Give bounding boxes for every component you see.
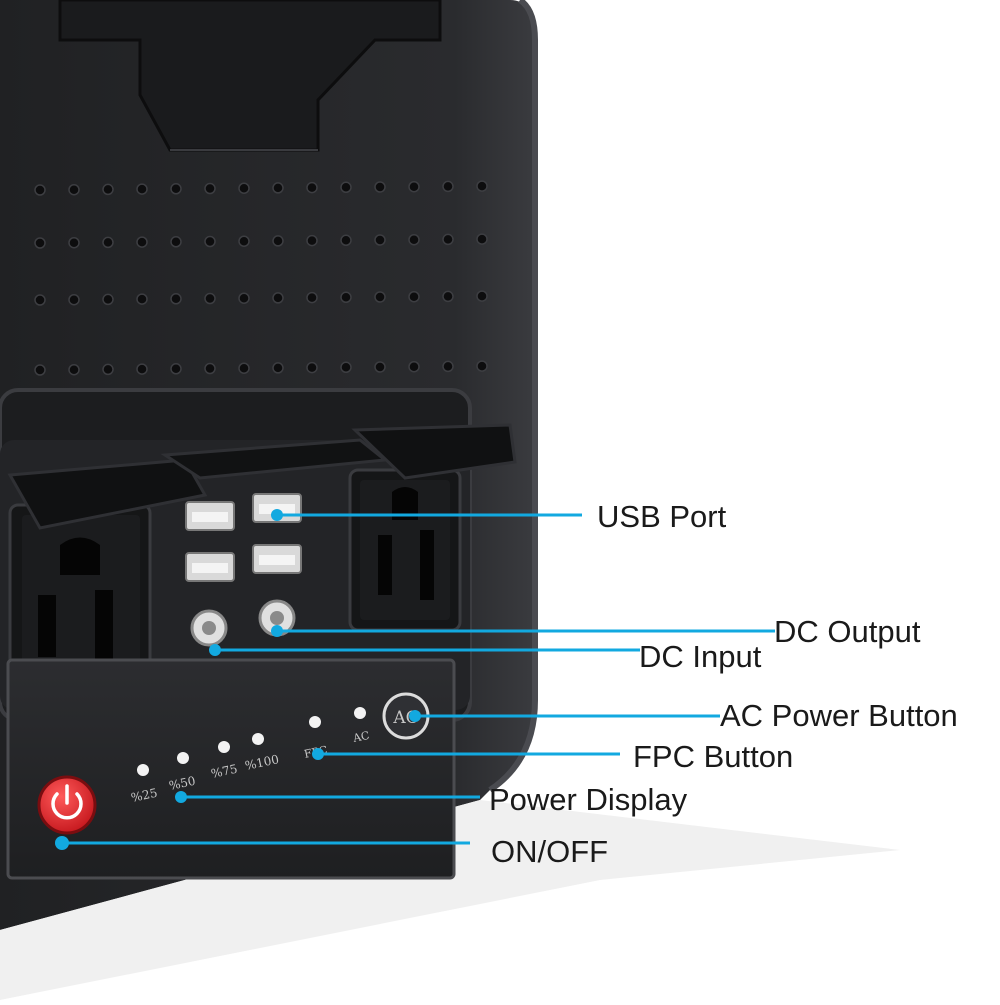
vent-hole	[442, 360, 454, 373]
vent-hole	[238, 235, 250, 247]
ac-label: AC	[351, 729, 371, 745]
vent-hole	[136, 236, 148, 248]
dc-ports	[190, 599, 296, 647]
vent-hole	[170, 183, 182, 195]
vent-hole	[102, 293, 114, 306]
vent-hole	[102, 183, 114, 196]
vent-hole	[238, 182, 250, 194]
control-panel	[6, 658, 456, 880]
vent-hole	[170, 293, 182, 305]
on-off-button[interactable]	[37, 775, 97, 835]
vent-hole	[476, 290, 488, 302]
callout-lines	[62, 513, 775, 845]
vent-hole	[204, 362, 216, 375]
vent-hole	[34, 294, 46, 306]
vent-hole	[374, 291, 386, 303]
vent-hole	[68, 236, 80, 249]
level-100-label: %100	[244, 752, 280, 773]
vent-hole	[408, 180, 420, 193]
vent-hole	[204, 235, 216, 248]
usb-port-label: USB Port	[597, 499, 727, 534]
vent-hole	[306, 234, 318, 247]
vent-hole	[34, 237, 46, 249]
outlet-cover-right	[351, 423, 517, 480]
vent-hole	[476, 233, 488, 245]
vent-hole	[34, 184, 46, 196]
vent-hole	[102, 363, 114, 376]
ventilation-holes	[34, 180, 488, 376]
vent-hole	[442, 180, 454, 193]
level-50-label: %50	[168, 774, 197, 793]
vent-hole	[68, 363, 80, 376]
vent-hole	[374, 234, 386, 246]
vent-hole	[68, 183, 80, 196]
vent-hole	[272, 362, 284, 374]
vent-hole	[68, 293, 80, 306]
vent-hole	[136, 293, 148, 305]
vent-hole	[306, 361, 318, 374]
vent-hole	[340, 181, 352, 194]
vent-hole	[476, 180, 488, 192]
dc-input-label: DC Input	[639, 639, 762, 674]
vent-hole	[374, 181, 386, 193]
vent-hole	[136, 363, 148, 375]
on-off-label: ON/OFF	[491, 834, 609, 869]
power-icon	[51, 784, 83, 820]
vent-hole	[170, 363, 182, 375]
vent-hole	[238, 362, 250, 374]
vent-hole	[306, 291, 318, 304]
vent-hole	[340, 291, 352, 304]
vent-hole	[374, 361, 386, 373]
vent-hole	[442, 290, 454, 303]
vent-hole	[34, 364, 46, 376]
vent-hole	[442, 233, 454, 246]
fpc-button-label: FPC Button	[633, 739, 794, 774]
vent-hole	[272, 292, 284, 304]
vent-hole	[204, 182, 216, 195]
vent-hole	[238, 292, 250, 304]
floor-shadow	[0, 800, 900, 1000]
ac-power-button-label: AC Power Button	[720, 698, 958, 733]
vent-hole	[170, 236, 182, 248]
vent-hole	[408, 290, 420, 303]
vent-hole	[272, 182, 284, 194]
outlet-cover-left	[7, 458, 208, 530]
vent-hole	[306, 181, 318, 194]
level-75-label: %75	[210, 762, 239, 781]
callout-dots	[55, 509, 421, 850]
vent-hole	[272, 235, 284, 247]
ac-outlet-right	[348, 468, 462, 632]
dc-output-label: DC Output	[774, 614, 921, 649]
power-display-label: Power Display	[489, 782, 688, 817]
level-25-label: %25	[130, 786, 159, 805]
vent-hole	[476, 360, 488, 372]
vent-hole	[408, 360, 420, 373]
vent-hole	[340, 234, 352, 247]
vent-hole	[102, 236, 114, 249]
body-edge-highlight	[488, 0, 538, 793]
ac-outlet-left	[8, 503, 152, 697]
vent-hole	[408, 233, 420, 246]
vent-hole	[136, 183, 148, 195]
led-indicators	[137, 707, 366, 776]
vent-hole	[204, 292, 216, 305]
vent-hole	[340, 361, 352, 374]
